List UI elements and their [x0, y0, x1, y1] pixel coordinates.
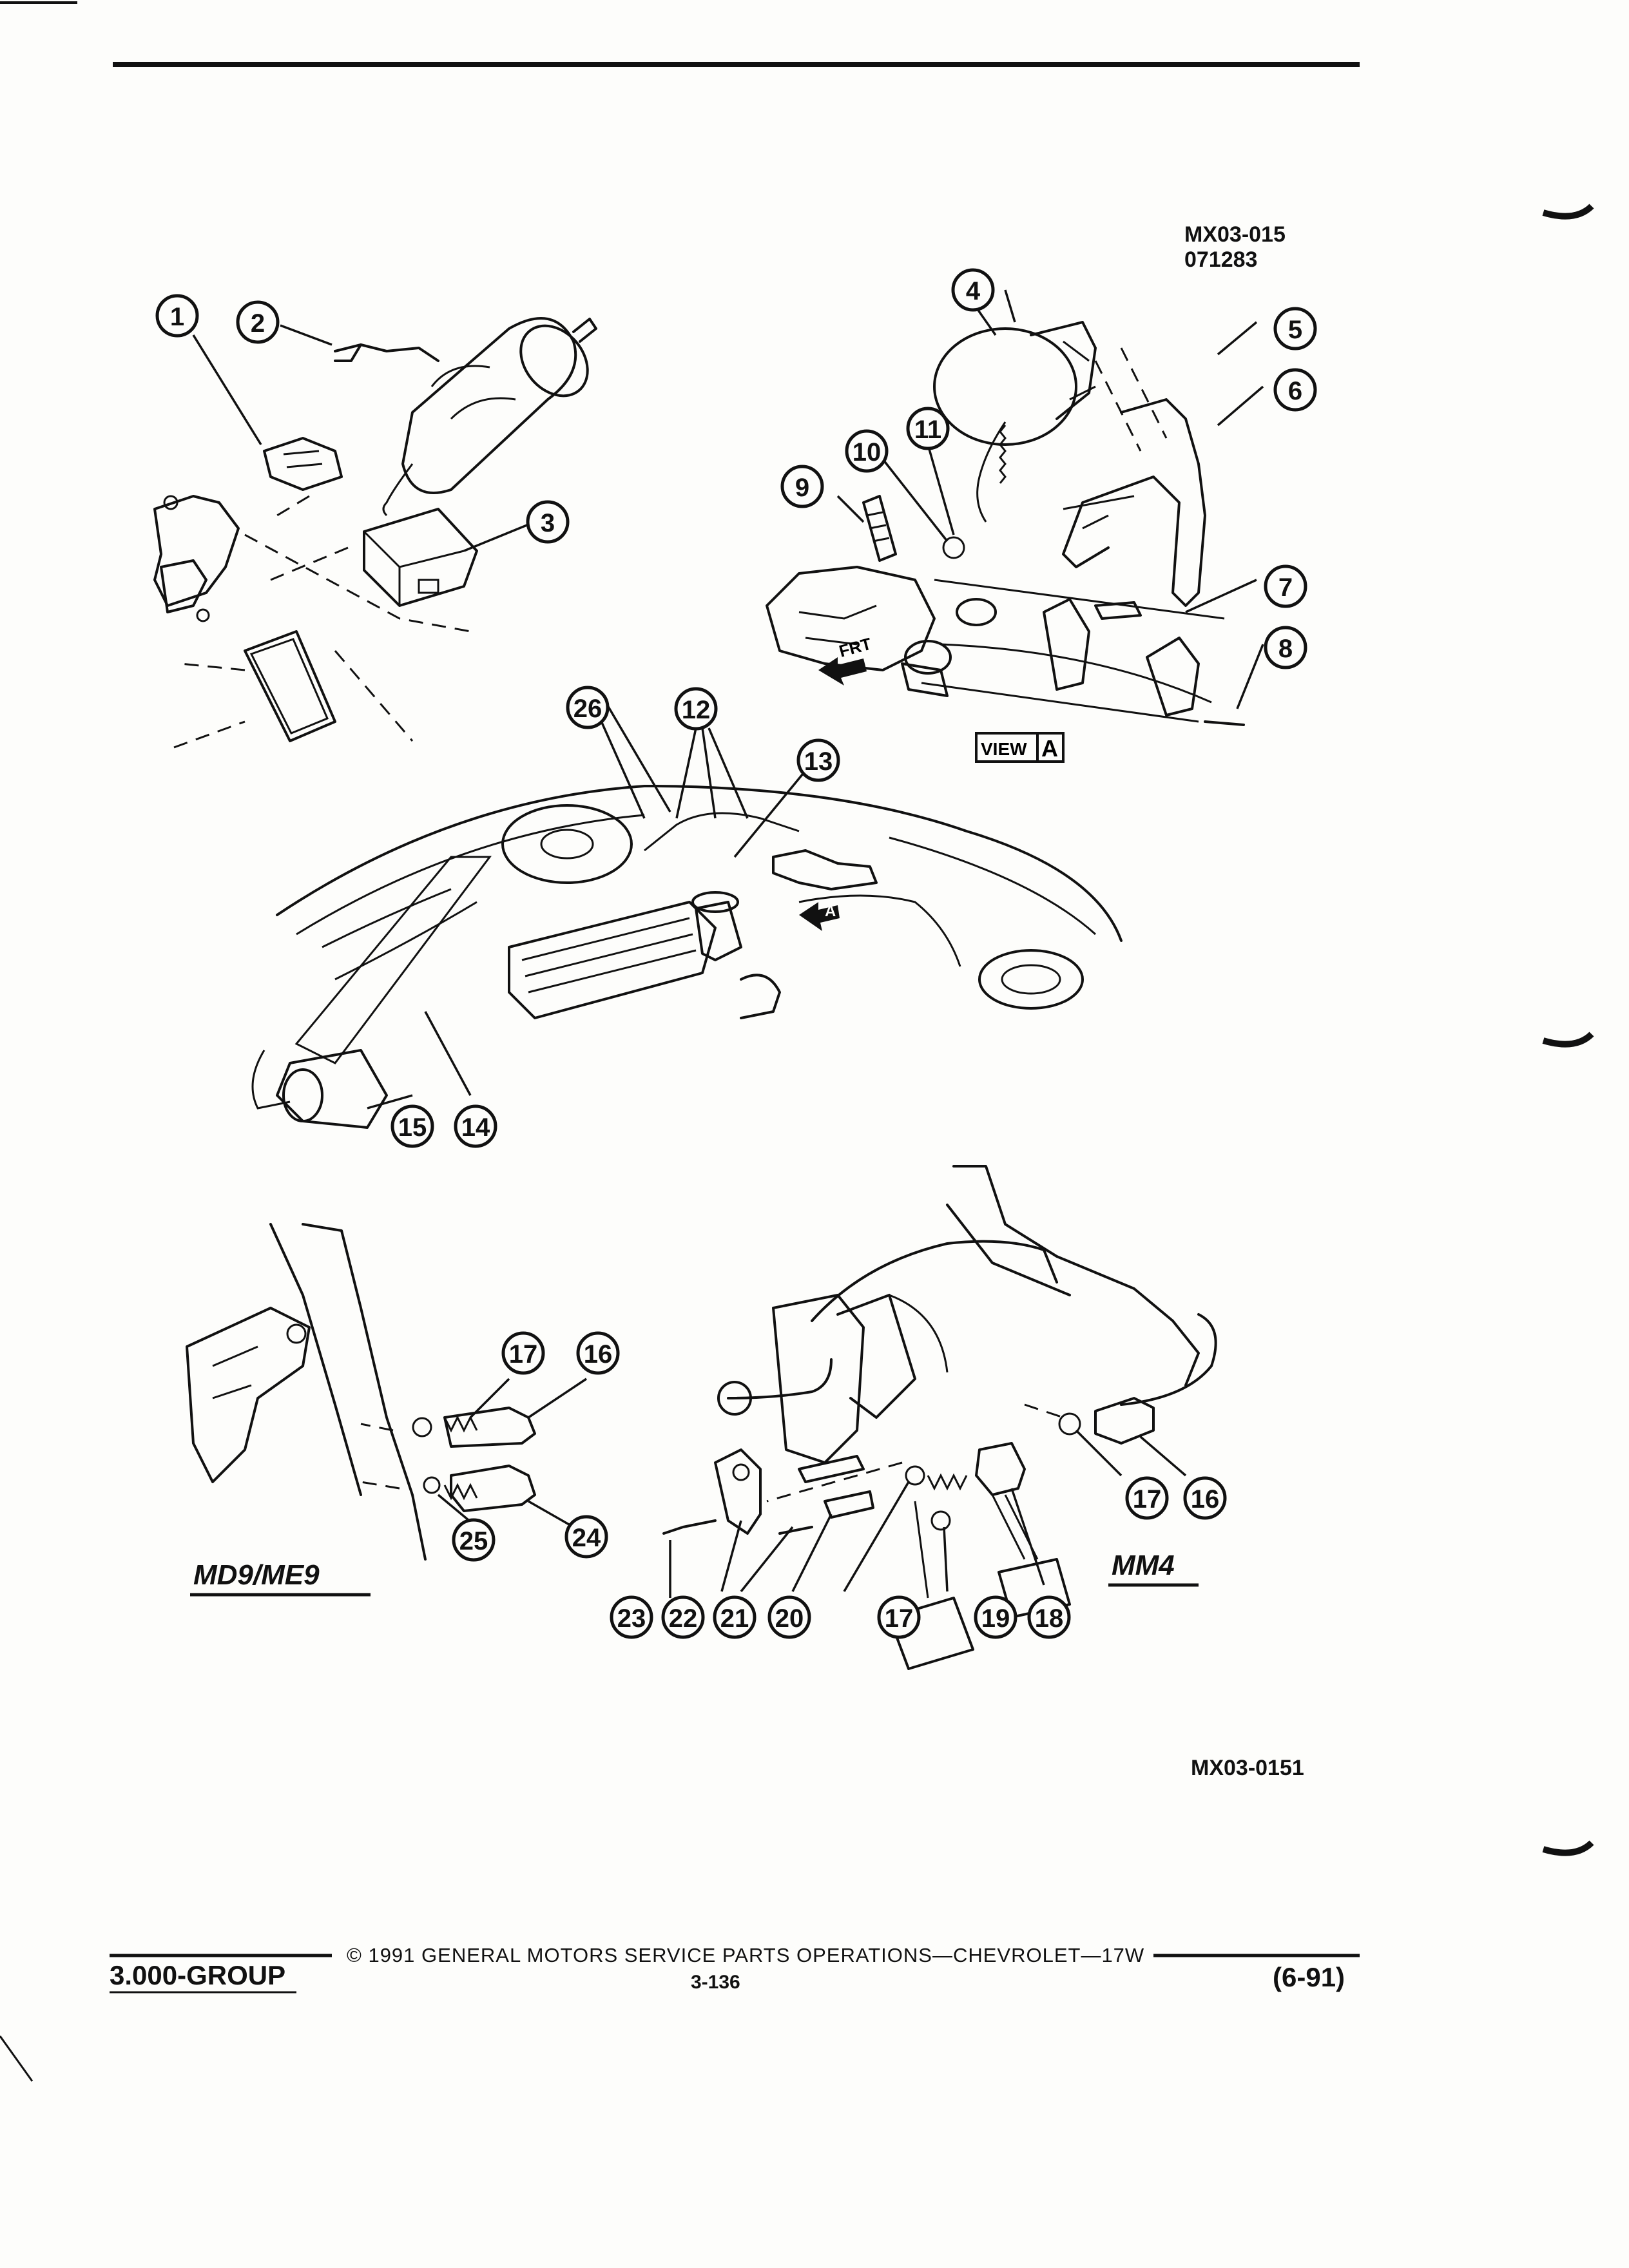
svg-text:7: 7 [1278, 573, 1293, 602]
callout-7: 7 [1264, 564, 1307, 608]
variant-label-md9-me9: MD9/ME9 [193, 1559, 320, 1591]
callout-14: 14 [454, 1104, 497, 1148]
callout-12: 12 [674, 687, 718, 731]
callout-22: 22 [661, 1595, 705, 1639]
callout-21: 21 [713, 1595, 757, 1639]
md9-me9-assembly [186, 1223, 587, 1597]
svg-text:25: 25 [459, 1527, 488, 1555]
callout-10: 10 [845, 429, 889, 473]
callout-17: 17 [877, 1595, 921, 1639]
mm4-assembly [662, 1165, 1217, 1670]
engine-compartment [251, 702, 1123, 1129]
front-label: FRT [837, 634, 874, 661]
callout-20: 20 [767, 1595, 811, 1639]
callout-9: 9 [780, 465, 824, 508]
footer-group: 3.000-GROUP [110, 1960, 286, 1990]
callout-15: 15 [390, 1104, 434, 1148]
footer-revision: (6-91) [1273, 1962, 1345, 1992]
callout-4: 4 [951, 268, 995, 312]
view-arrow-letter: A [825, 903, 836, 920]
svg-text:4: 4 [966, 277, 981, 305]
view-a-assembly [766, 289, 1264, 726]
callout-6: 6 [1273, 368, 1317, 412]
callout-19: 19 [974, 1595, 1017, 1639]
svg-text:22: 22 [669, 1604, 698, 1633]
svg-text:12: 12 [682, 696, 711, 724]
callout-24: 24 [564, 1515, 608, 1559]
svg-text:1: 1 [170, 303, 184, 331]
svg-text:17: 17 [1133, 1485, 1162, 1514]
view-letter: A [1041, 735, 1058, 762]
svg-text:26: 26 [574, 695, 602, 723]
footer-copyright: © 1991 GENERAL MOTORS SERVICE PARTS OPER… [347, 1944, 1145, 1966]
callout-13: 13 [796, 738, 840, 782]
svg-text:21: 21 [720, 1604, 749, 1633]
svg-text:15: 15 [398, 1113, 427, 1142]
svg-text:14: 14 [461, 1113, 490, 1142]
svg-text:10: 10 [853, 438, 882, 466]
binder-mark [1542, 1840, 1594, 1856]
callout-2: 2 [236, 300, 280, 344]
variant-label-mm4: MM4 [1112, 1550, 1175, 1581]
callout-1: 1 [155, 294, 199, 338]
callout-16: 16 [1183, 1476, 1227, 1520]
callout-26: 26 [566, 686, 610, 729]
figure-code-top: MX03-015 [1184, 222, 1286, 247]
callout-5: 5 [1273, 307, 1317, 351]
svg-text:18: 18 [1035, 1604, 1064, 1633]
callout-17: 17 [501, 1331, 545, 1375]
svg-text:8: 8 [1278, 635, 1293, 663]
binder-mark [1542, 204, 1594, 220]
svg-text:11: 11 [914, 416, 941, 444]
svg-text:6: 6 [1288, 377, 1302, 405]
view-label: VIEW [981, 739, 1027, 759]
front-arrow-icon [818, 657, 867, 686]
figure-date: 071283 [1184, 247, 1258, 272]
svg-text:20: 20 [775, 1604, 804, 1633]
callout-17: 17 [1125, 1476, 1169, 1520]
callout-25: 25 [452, 1518, 496, 1562]
svg-text:13: 13 [804, 747, 833, 776]
svg-text:23: 23 [617, 1604, 646, 1633]
callout-3: 3 [526, 500, 570, 544]
view-a-box [975, 732, 1065, 763]
scan-mark [0, 2035, 34, 2082]
svg-text:19: 19 [981, 1604, 1010, 1633]
callout-11: 11 [906, 407, 950, 450]
footer-page-number: 3-136 [691, 1972, 740, 1993]
callout-18: 18 [1027, 1595, 1071, 1639]
view-a-arrow-icon [799, 902, 840, 931]
callout-8: 8 [1264, 626, 1307, 669]
callout-23: 23 [610, 1595, 653, 1639]
figure-code-bottom: MX03-0151 [1191, 1756, 1304, 1780]
upper-left-assembly [153, 317, 597, 749]
svg-text:3: 3 [541, 509, 555, 537]
svg-text:16: 16 [1191, 1485, 1220, 1514]
svg-text:5: 5 [1288, 316, 1302, 344]
svg-text:2: 2 [251, 309, 265, 338]
binder-mark [1542, 1032, 1594, 1048]
svg-text:9: 9 [795, 474, 809, 502]
callout-16: 16 [576, 1331, 620, 1375]
svg-text:17: 17 [885, 1604, 914, 1633]
svg-text:17: 17 [509, 1340, 538, 1369]
svg-text:24: 24 [572, 1524, 601, 1552]
svg-text:16: 16 [584, 1340, 613, 1369]
